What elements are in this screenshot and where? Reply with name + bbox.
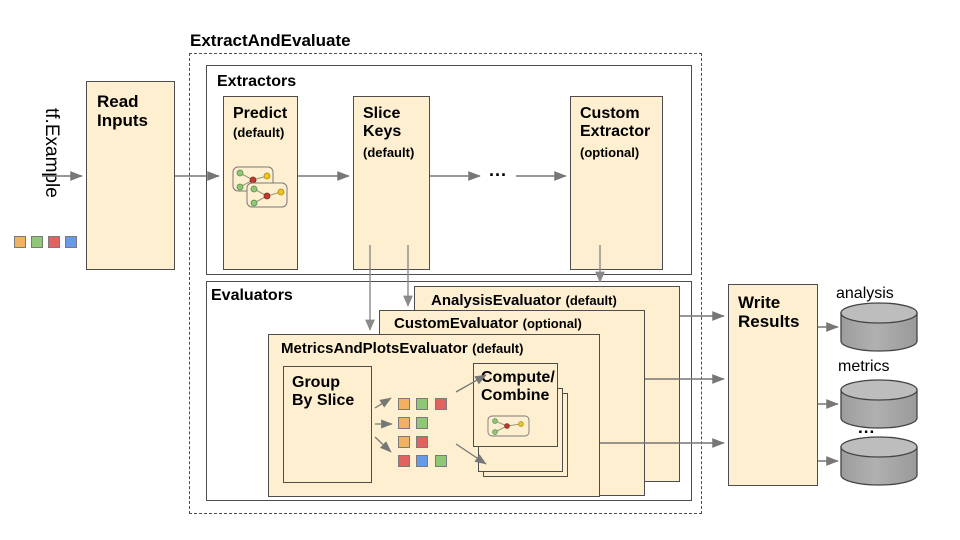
slice-chip xyxy=(398,436,410,448)
output-label-analysis: analysis xyxy=(836,285,894,302)
slice-chip xyxy=(398,455,410,467)
slice-chip xyxy=(435,455,447,467)
write-results-node[interactable]: Write Results xyxy=(728,284,818,486)
metrics-and-plots-evaluator-qualifier: (default) xyxy=(472,341,524,356)
custom-extractor-qualifier: (optional) xyxy=(580,145,640,160)
slice-keys-title: Slice Keys xyxy=(363,105,402,140)
extract-and-evaluate-container xyxy=(189,53,702,514)
group-by-slice-title: Group By Slice xyxy=(292,374,355,409)
slice-chip xyxy=(398,417,410,429)
evaluator-node-metrics-and-plots-evaluator[interactable]: MetricsAndPlotsEvaluator (default) Group… xyxy=(268,334,600,497)
slice-keys-qualifier: (default) xyxy=(363,145,415,160)
slice-chip xyxy=(435,398,447,410)
predict-qualifier: (default) xyxy=(233,125,285,140)
write-results-title: Write Results xyxy=(738,293,800,332)
analysis-evaluator-title: AnalysisEvaluator xyxy=(431,292,562,309)
database-cylinder-analysis xyxy=(840,302,918,352)
slice-chip xyxy=(416,455,428,467)
slice-chip xyxy=(416,417,428,429)
chip-red xyxy=(48,236,60,248)
output-label-metrics: metrics xyxy=(838,358,890,375)
output-label-ellipsis: ... xyxy=(858,418,876,437)
slice-chip xyxy=(398,398,410,410)
evaluators-label: Evaluators xyxy=(211,287,293,304)
extractor-node-slice-keys[interactable]: Slice Keys (default) xyxy=(353,96,430,270)
read-inputs-node[interactable]: Read Inputs xyxy=(86,81,175,270)
extractors-label: Extractors xyxy=(217,73,297,90)
database-cylinder-other xyxy=(840,436,918,486)
chip-orange xyxy=(14,236,26,248)
custom-evaluator-qualifier: (optional) xyxy=(522,316,582,331)
compute-combine-title: Compute/ Combine xyxy=(481,369,555,404)
slice-chip xyxy=(416,436,428,448)
input-label-tf-example: tf.Example xyxy=(41,108,62,198)
custom-evaluator-title: CustomEvaluator xyxy=(394,315,519,332)
predict-title: Predict xyxy=(233,105,288,122)
custom-extractor-title: Custom Extractor xyxy=(580,105,651,140)
extractor-node-predict[interactable]: Predict (default) xyxy=(223,96,298,270)
group-by-slice-node[interactable]: Group By Slice xyxy=(283,366,372,483)
chip-green xyxy=(31,236,43,248)
database-cylinder-metrics xyxy=(840,379,918,429)
metrics-and-plots-evaluator-title: MetricsAndPlotsEvaluator xyxy=(281,340,468,357)
chip-blue xyxy=(65,236,77,248)
extractor-node-custom-extractor[interactable]: Custom Extractor (optional) xyxy=(570,96,663,270)
extractors-ellipsis: ... xyxy=(489,160,508,180)
extract-and-evaluate-label: ExtractAndEvaluate xyxy=(190,31,351,50)
read-inputs-title: Read Inputs xyxy=(97,92,148,131)
slice-chip xyxy=(416,398,428,410)
analysis-evaluator-qualifier: (default) xyxy=(565,293,617,308)
compute-combine-node[interactable]: Compute/ Combine xyxy=(473,363,558,447)
